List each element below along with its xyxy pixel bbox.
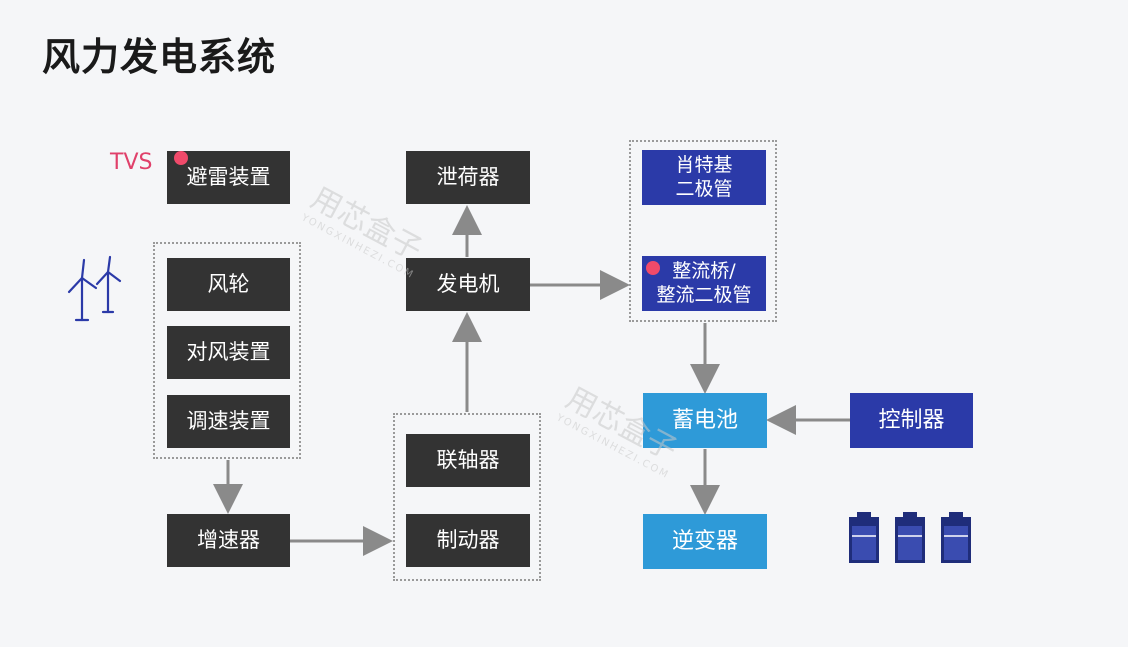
generator-block: 发电机: [406, 258, 530, 311]
drivetrain-group: [393, 413, 541, 581]
wind-turbine-icon: [67, 255, 122, 322]
controller-block: 控制器: [850, 393, 973, 448]
rectifier-group: [629, 140, 777, 322]
coupling-block: 联轴器: [406, 434, 530, 487]
rotor-group: [153, 242, 301, 459]
dump-load-block: 泄荷器: [406, 151, 530, 204]
tvs-marker-dot: [174, 151, 188, 165]
inverter-block: 逆变器: [643, 514, 767, 569]
battery-icon: [895, 512, 925, 563]
rectifier-bridge-block: 整流桥/ 整流二极管: [642, 256, 766, 311]
speed-regulator-block: 调速装置: [167, 395, 290, 448]
wind-wheel-block: 风轮: [167, 258, 290, 311]
page-title: 风力发电系统: [42, 35, 277, 79]
battery-icon: [849, 512, 879, 563]
yaw-device-block: 对风装置: [167, 326, 290, 379]
rectifier-marker-dot: [646, 261, 660, 275]
schottky-diode-block: 肖特基 二极管: [642, 150, 766, 205]
brake-block: 制动器: [406, 514, 530, 567]
lightning-protection-block: 避雷装置: [167, 151, 290, 204]
gearbox-block: 增速器: [167, 514, 290, 567]
battery-icon: [941, 512, 971, 563]
battery-block: 蓄电池: [643, 393, 767, 448]
tvs-label: TVS: [110, 150, 153, 175]
